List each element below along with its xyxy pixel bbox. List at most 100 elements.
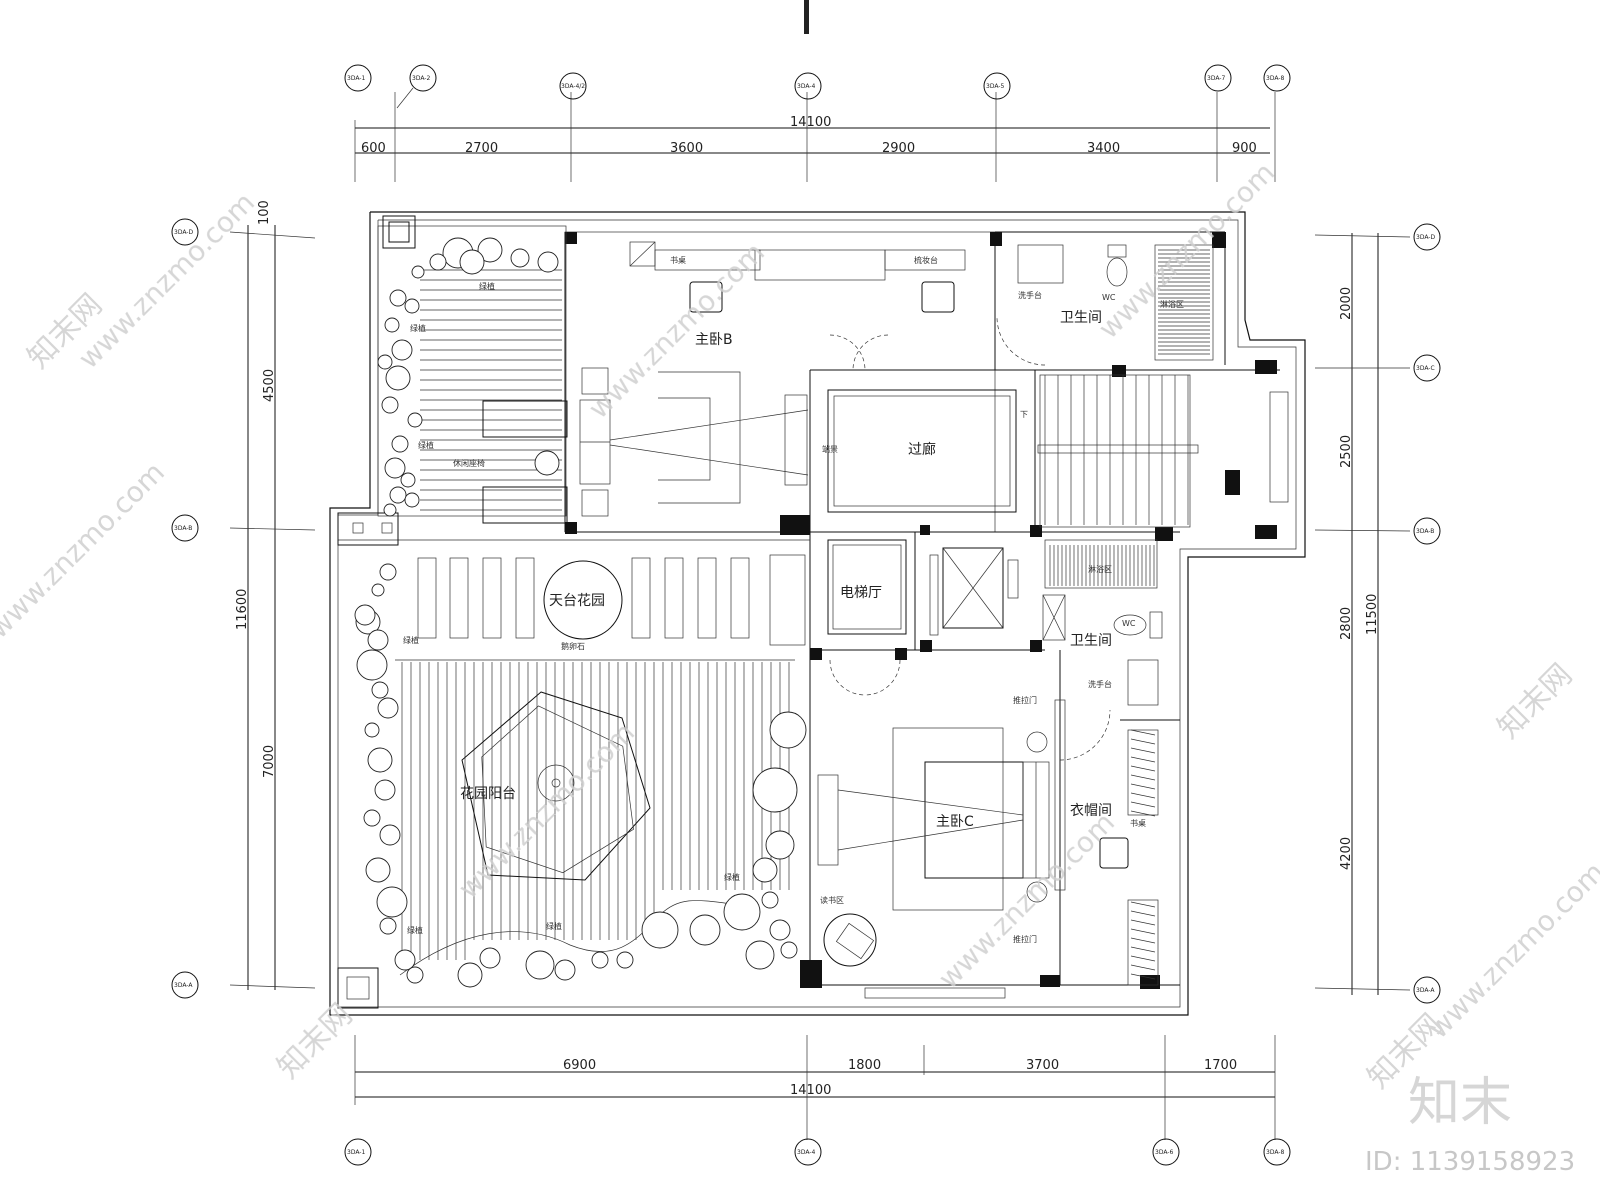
room-roof-garden: 天台花园 xyxy=(549,593,605,609)
watermark-brand-2: 知末网 xyxy=(1491,657,1579,745)
label-green-7: 绿植 xyxy=(407,925,423,935)
svg-text:3DA-B: 3DA-B xyxy=(174,525,192,532)
label-green-4: 绿植 xyxy=(403,635,419,645)
bottom-total-dimension: 14100 xyxy=(790,1083,831,1098)
tree-icon xyxy=(356,649,388,681)
right-dim-1: 2000 xyxy=(1339,287,1354,320)
label-green-2: 绿植 xyxy=(410,323,426,333)
axis-right-1: 3DA-D xyxy=(1413,223,1441,251)
tree-icon xyxy=(745,940,775,970)
bathroom-mid-fixtures xyxy=(1042,539,1163,761)
hanger xyxy=(1130,928,1156,935)
svg-text:3DA-1: 3DA-1 xyxy=(347,1149,365,1156)
axis-left-3: 3DA-A xyxy=(171,971,199,999)
axis-top-5: 3DA-5 xyxy=(983,72,1011,100)
tree-icon xyxy=(689,914,721,946)
axis-left-1: 3DA-D xyxy=(171,218,199,246)
tree-icon xyxy=(616,951,634,969)
tree-icon xyxy=(384,317,400,333)
watermark-site-7: www.znzmo.com xyxy=(1422,856,1600,1045)
svg-text:3DA-8: 3DA-8 xyxy=(1266,75,1284,82)
hanger xyxy=(1130,729,1156,736)
roof-garden-benches xyxy=(337,512,750,640)
tree-icon xyxy=(769,711,807,749)
label-feature: 端景 xyxy=(822,444,838,454)
axis-bottom-3: 3DA-6 xyxy=(1152,1138,1180,1166)
building-outline xyxy=(329,211,1306,1016)
tree-icon xyxy=(383,503,397,517)
hanger xyxy=(1130,801,1156,808)
label-wc-top: WC xyxy=(1102,293,1116,302)
svg-text:3DA-4/2: 3DA-4/2 xyxy=(561,83,585,90)
axis-top-7: 3DA-8 xyxy=(1263,64,1291,92)
interior-walls xyxy=(338,231,1280,986)
tree-icon xyxy=(510,248,530,268)
axis-top-1: 3DA-1 xyxy=(344,64,372,92)
left-dim-1: 100 xyxy=(257,200,272,225)
right-dim-4: 4200 xyxy=(1339,837,1354,870)
hanger xyxy=(1130,955,1156,962)
corridor-block xyxy=(827,389,1017,513)
tree-icon xyxy=(389,289,407,307)
hanger xyxy=(1130,964,1156,971)
axis-bubbles: 3DA-1 3DA-2 3DA-4/2 3DA-4 3DA-5 3DA-7 3D… xyxy=(171,64,1441,1166)
bench xyxy=(664,557,684,639)
top-dim-5: 3400 xyxy=(1087,141,1120,156)
hanger xyxy=(1130,937,1156,944)
hanger xyxy=(1130,946,1156,953)
svg-text:3DA-6: 3DA-6 xyxy=(1155,1149,1173,1156)
tree-icon xyxy=(404,298,420,314)
svg-text:3DA-B: 3DA-B xyxy=(1416,528,1434,535)
axis-bottom-1: 3DA-1 xyxy=(344,1138,372,1166)
tree-icon xyxy=(377,354,393,370)
bottom-dim-4: 1700 xyxy=(1204,1058,1237,1073)
bench xyxy=(417,557,437,639)
tree-icon xyxy=(374,779,396,801)
top-dim-4: 2900 xyxy=(882,141,915,156)
tree-icon xyxy=(723,893,761,931)
bottom-dim-1: 6900 xyxy=(563,1058,596,1073)
svg-text:3DA-4: 3DA-4 xyxy=(797,83,815,90)
tree-icon xyxy=(379,824,401,846)
bench xyxy=(631,557,651,639)
hanger xyxy=(1130,765,1156,772)
axis-bottom-2: 3DA-4 xyxy=(794,1138,822,1166)
room-bathroom-top: 卫生间 xyxy=(1060,310,1102,326)
tree-icon xyxy=(363,809,381,827)
label-sliding-1: 推拉门 xyxy=(1013,695,1037,705)
axis-top-6: 3DA-7 xyxy=(1204,64,1232,92)
hanger xyxy=(1130,783,1156,790)
dimension-right: 2000 2500 2800 4200 11500 xyxy=(1314,233,1411,995)
label-shower-mid: 淋浴区 xyxy=(1088,564,1112,574)
label-pebbles: 鹅卵石 xyxy=(561,641,585,651)
svg-text:3DA-8: 3DA-8 xyxy=(1266,1149,1284,1156)
tree-icon xyxy=(406,966,424,984)
bench xyxy=(730,557,750,639)
garden-balcony-deck xyxy=(337,662,790,1009)
hanger xyxy=(1130,738,1156,745)
svg-text:3DA-4: 3DA-4 xyxy=(797,1149,815,1156)
room-corridor: 过廊 xyxy=(908,441,936,458)
master-b-furniture xyxy=(579,241,966,517)
tree-icon xyxy=(367,747,393,773)
tree-icon xyxy=(411,265,425,279)
watermark-site-6: www.znzmo.com xyxy=(932,806,1121,995)
svg-text:3DA-A: 3DA-A xyxy=(1416,987,1435,994)
hanger xyxy=(1130,756,1156,763)
dimension-left: 100 4500 7000 11600 xyxy=(229,200,316,990)
axis-bottom-4: 3DA-8 xyxy=(1263,1138,1291,1166)
tree-icon xyxy=(761,891,779,909)
watermark-site-4: www.znzmo.com xyxy=(0,456,171,645)
greenery xyxy=(354,237,807,988)
label-shower-top: 淋浴区 xyxy=(1160,299,1184,309)
tree-icon xyxy=(407,412,423,428)
hanger xyxy=(1130,774,1156,781)
tree-icon xyxy=(459,249,485,275)
tree-icon xyxy=(389,486,407,504)
tree-icon xyxy=(376,886,408,918)
watermark-logo: 知末 xyxy=(1408,1073,1512,1133)
label-green-3: 绿植 xyxy=(418,440,434,450)
tree-icon xyxy=(371,681,389,699)
top-dim-3: 3600 xyxy=(670,141,703,156)
